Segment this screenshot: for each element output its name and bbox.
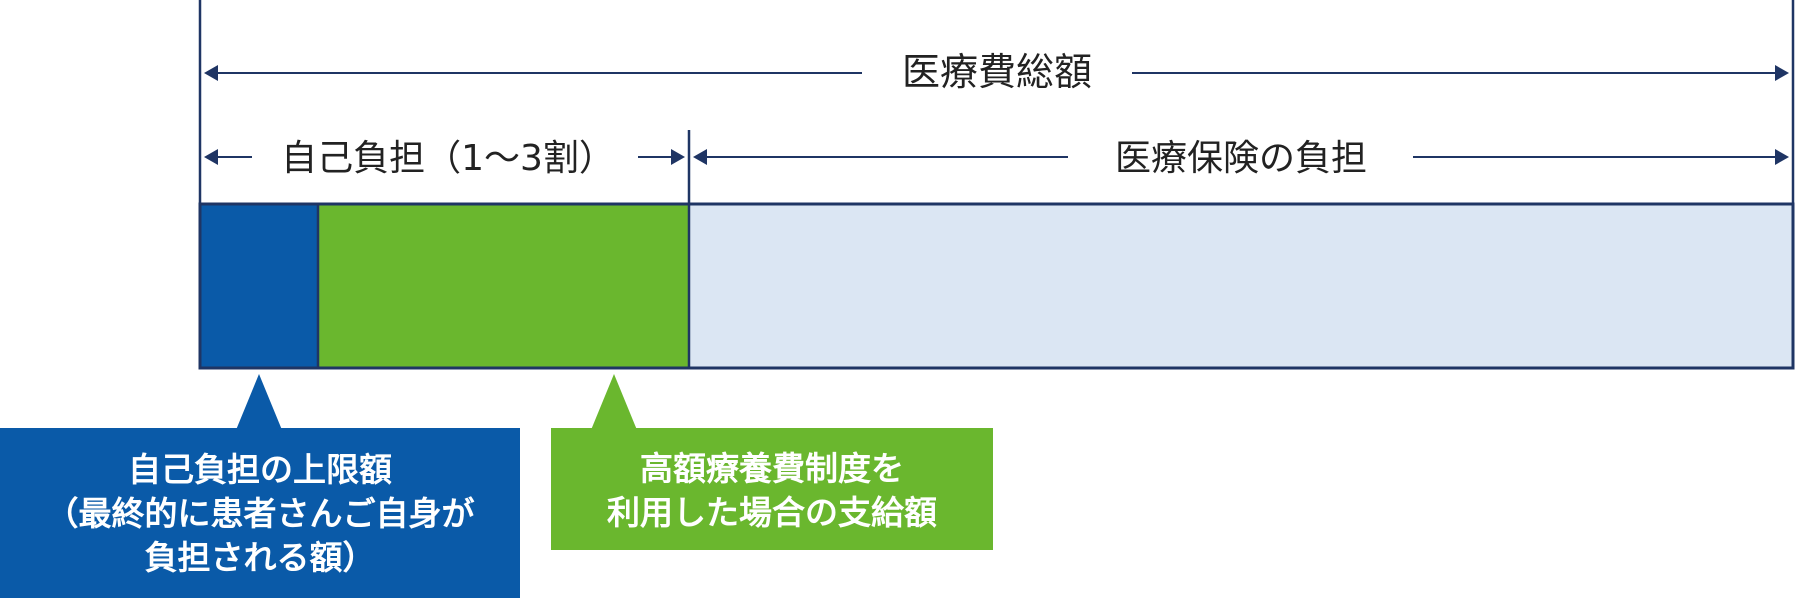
segment-insurance	[689, 204, 1793, 368]
benefit-callout: 高額療養費制度を 利用した場合の支給額	[551, 374, 993, 550]
self-limit-callout-line1: 自己負担の上限額	[128, 450, 392, 489]
self-limit-callout-line3: 負担される額）	[145, 538, 376, 577]
insurance-burden-label: 医療保険の負担	[1115, 138, 1367, 179]
benefit-callout-line1: 高額療養費制度を	[640, 449, 904, 488]
insurance-burden-arrow	[693, 149, 1789, 165]
segment-self-limit	[200, 204, 318, 368]
total-cost-arrow	[204, 65, 1789, 81]
self-limit-callout: 自己負担の上限額 （最終的に患者さんご自身が 負担される額）	[0, 374, 520, 598]
self-burden-label: 自己負担（1〜3割）	[281, 138, 615, 179]
benefit-callout-line2: 利用した場合の支給額	[607, 493, 937, 532]
bar-outline	[198, 202, 1795, 370]
segment-high-cost-benefit	[318, 204, 689, 368]
total-cost-label: 医療費総額	[902, 50, 1092, 94]
self-burden-arrow	[204, 149, 685, 165]
self-limit-callout-line2: （最終的に患者さんご自身が	[46, 494, 475, 533]
